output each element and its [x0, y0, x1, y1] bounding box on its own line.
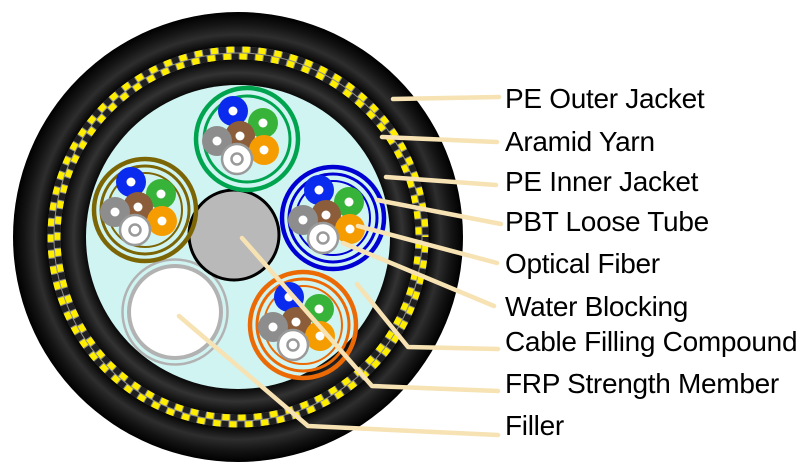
optical-fiber — [218, 96, 248, 126]
optical-fiber — [335, 214, 365, 244]
leader-line — [239, 235, 501, 394]
loose-tube-orange — [247, 269, 359, 381]
optical-fiber — [146, 179, 176, 209]
diagram-label: Water Blocking — [505, 291, 689, 322]
leader-line — [176, 313, 501, 438]
diagram-label: PE Inner Jacket — [505, 166, 699, 197]
leader-line — [383, 174, 499, 188]
optical-fiber — [304, 175, 334, 205]
leader-lines — [176, 94, 504, 438]
optical-fiber — [100, 197, 130, 227]
diagram-label: PBT Loose Tube — [505, 206, 709, 237]
diagram-label: Filler — [505, 410, 564, 441]
optical-fiber — [334, 187, 364, 217]
optical-fiber — [305, 321, 335, 351]
optical-fiber-white — [118, 213, 152, 247]
diagram-label: Optical Fiber — [505, 248, 660, 279]
loose-tube-olive — [91, 156, 199, 264]
optical-fiber — [288, 205, 318, 235]
optical-fiber — [202, 126, 232, 156]
loose-tube-green — [193, 85, 301, 193]
optical-fiber — [248, 108, 278, 138]
diagram-label: Cable Filling Compound — [505, 326, 798, 357]
diagram-label: PE Outer Jacket — [505, 83, 705, 114]
leader-line — [374, 197, 504, 227]
optical-fiber-white — [306, 221, 340, 255]
diagram-label: Aramid Yarn — [505, 126, 655, 157]
leader-line — [340, 240, 497, 309]
optical-fiber — [147, 206, 177, 236]
loose-tube-blue — [279, 164, 387, 272]
diagram-label: FRP Strength Member — [505, 368, 779, 399]
optical-fiber-white — [220, 142, 254, 176]
leader-line — [390, 94, 502, 102]
leader-line — [355, 223, 500, 266]
optical-fiber — [116, 167, 146, 197]
optical-fiber — [249, 135, 279, 165]
aramid-yarn-ring — [47, 46, 429, 428]
leader-line — [354, 281, 501, 352]
optical-fiber — [258, 312, 288, 342]
leader-line — [379, 134, 500, 145]
optical-fiber-white — [276, 328, 310, 362]
